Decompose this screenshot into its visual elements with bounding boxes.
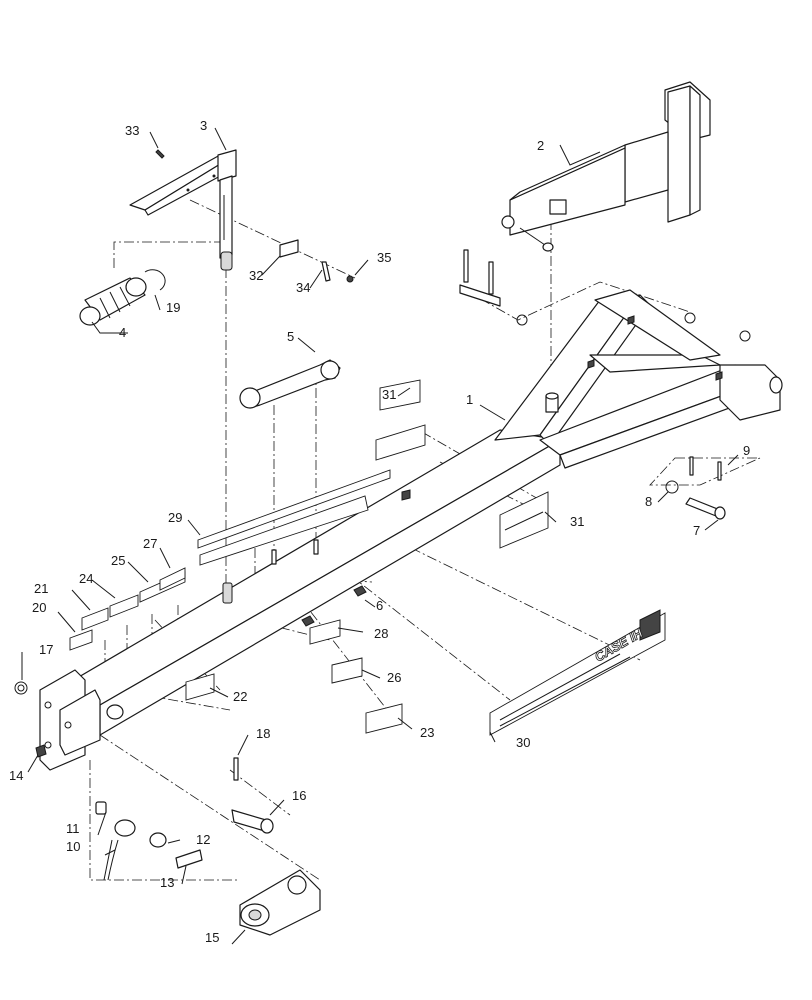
callout-21: 21 bbox=[34, 581, 48, 596]
callout-31-top: 31 bbox=[382, 387, 396, 402]
callout-4: 4 bbox=[119, 325, 126, 340]
callout-7: 7 bbox=[693, 523, 700, 538]
callout-33: 33 bbox=[125, 123, 139, 138]
callout-3: 3 bbox=[200, 118, 207, 133]
small-hardware-32-34-35 bbox=[279, 239, 354, 283]
safety-decals bbox=[69, 567, 403, 734]
hitch-eye-15 bbox=[239, 869, 321, 936]
snap-ring-19 bbox=[144, 269, 166, 291]
callout-18: 18 bbox=[256, 726, 270, 741]
bolts-6-28 bbox=[222, 539, 367, 627]
callout-28: 28 bbox=[374, 626, 388, 641]
callout-14: 14 bbox=[9, 768, 23, 783]
frame-pins bbox=[459, 249, 751, 342]
callout-24: 24 bbox=[79, 571, 93, 586]
callout-15: 15 bbox=[205, 930, 219, 945]
rear-pin-7-8-9 bbox=[665, 456, 726, 520]
callout-11: 11 bbox=[66, 821, 80, 836]
callout-17: 17 bbox=[39, 642, 53, 657]
callout-6: 6 bbox=[376, 598, 383, 613]
callout-1: 1 bbox=[466, 392, 473, 407]
hitch-clevis bbox=[39, 669, 124, 771]
decal-strips bbox=[197, 379, 549, 566]
callout-27: 27 bbox=[143, 536, 157, 551]
callout-25: 25 bbox=[111, 553, 125, 568]
tube-holder-4 bbox=[79, 277, 147, 326]
callout-labels: 1 2 3 4 5 6 7 8 9 10 11 12 13 14 15 16 1… bbox=[9, 118, 750, 945]
screw-33 bbox=[155, 149, 165, 159]
callout-23: 23 bbox=[420, 725, 434, 740]
callout-32: 32 bbox=[249, 268, 263, 283]
callout-35: 35 bbox=[377, 250, 391, 265]
callout-12: 12 bbox=[196, 832, 210, 847]
callout-26: 26 bbox=[387, 670, 401, 685]
callout-10: 10 bbox=[66, 839, 80, 854]
manual-holder-bracket bbox=[129, 149, 237, 271]
leader-lines bbox=[21, 127, 739, 945]
callout-31-right: 31 bbox=[570, 514, 584, 529]
callout-9: 9 bbox=[743, 443, 750, 458]
brand-decal-30: CASE IH bbox=[489, 609, 666, 736]
callout-8: 8 bbox=[645, 494, 652, 509]
drawbar-frame bbox=[59, 289, 783, 736]
jack-stand bbox=[501, 81, 711, 252]
callout-29: 29 bbox=[168, 510, 182, 525]
callout-30: 30 bbox=[516, 735, 530, 750]
wrench-5 bbox=[239, 359, 341, 409]
callout-20: 20 bbox=[32, 600, 46, 615]
callout-2: 2 bbox=[537, 138, 544, 153]
callout-34: 34 bbox=[296, 280, 310, 295]
callout-5: 5 bbox=[287, 329, 294, 344]
callout-13: 13 bbox=[160, 875, 174, 890]
hitch-hardware bbox=[14, 681, 274, 881]
callout-22: 22 bbox=[233, 689, 247, 704]
callout-19: 19 bbox=[166, 300, 180, 315]
callout-16: 16 bbox=[292, 788, 306, 803]
